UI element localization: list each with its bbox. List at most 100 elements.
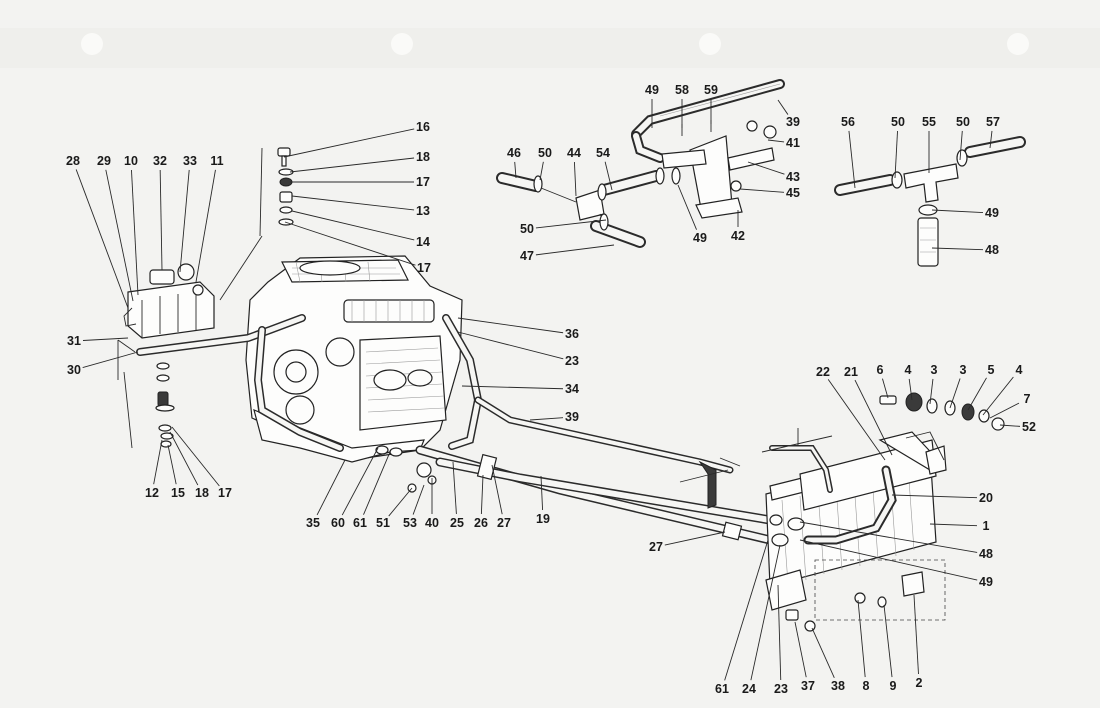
leader-line [195,169,216,283]
part-number-label: 36 [565,327,579,341]
part-number-label: 18 [416,150,430,164]
leader-line [929,378,934,405]
part-number-label: 52 [1022,420,1036,434]
part-number-label: 8 [863,679,870,693]
callout-31: 31 [67,334,129,348]
leader-line [457,317,564,334]
leader-line [573,161,577,197]
leader-line [982,376,1014,416]
part-number-label: 50 [891,115,905,129]
callout-27: 27 [649,531,726,554]
leader-line [82,337,129,341]
callout-55: 55 [922,115,936,173]
callout-39: 39 [529,410,579,424]
callout-14: 14 [291,210,430,249]
part-number-label: 26 [474,516,488,530]
part-number-label: 54 [596,146,610,160]
expansion-tank [123,263,215,339]
part-number-label: 9 [890,679,897,693]
radiator [761,428,947,632]
leader-line [747,161,785,175]
callout-27: 27 [491,464,511,530]
leader-line [284,221,416,266]
callout-3: 3 [949,363,967,409]
part-number-label: 43 [786,170,800,184]
callout-33: 33 [179,154,197,273]
part-number-label: 61 [353,516,367,530]
part-number-label: 49 [979,575,993,589]
callout-51: 51 [376,487,413,530]
callout-23: 23 [774,584,788,696]
part-number-label: 15 [171,486,185,500]
leader-line [891,494,978,499]
callout-25: 25 [450,461,464,530]
part-number-label: 13 [416,204,430,218]
callout-59: 59 [704,83,718,124]
callout-17: 17 [171,426,232,500]
leader-line [363,451,391,515]
callout-45: 45 [739,186,800,200]
leader-line [452,461,457,515]
callout-38: 38 [811,627,845,693]
part-number-label: 19 [536,512,550,526]
leader-line [167,444,177,485]
part-number-label: 11 [210,154,223,168]
leader-line [959,130,963,161]
part-number-label: 18 [195,486,209,500]
leader-line [908,378,913,401]
leader-line [529,417,564,421]
part-number-label: 14 [416,235,430,249]
leader-line [664,531,726,546]
part-number-label: 17 [218,486,232,500]
leader-line [949,378,961,409]
leader-line [457,331,564,360]
part-number-label: 4 [1016,363,1023,377]
leader-line [604,161,613,191]
callout-34: 34 [461,382,579,396]
leader-line [291,210,415,241]
leader-line [913,594,919,675]
part-number-label: 2 [916,676,923,690]
callout-12: 12 [145,439,163,500]
part-number-label: 4 [905,363,912,377]
leader-line [989,130,993,149]
callout-5: 5 [967,363,995,411]
part-number-label: 37 [801,679,815,693]
part-number-label: 12 [145,486,159,500]
callout-15: 15 [167,444,185,500]
leader-line [291,195,415,211]
leader-line [153,439,163,485]
part-number-label: 25 [450,516,464,530]
callout-32: 32 [153,154,167,271]
fan-hardware-stack [879,392,1005,431]
part-number-label: 39 [786,115,800,129]
leader-line [931,247,984,251]
part-number-label: 58 [675,83,689,97]
part-number-label: 47 [520,249,534,263]
callout-56: 56 [841,115,856,189]
callout-41: 41 [767,136,800,150]
part-number-label: 50 [956,115,970,129]
tee-hose-assembly [834,136,1026,267]
leader-line [811,627,835,678]
callout-40: 40 [425,478,439,530]
callout-43: 43 [747,161,800,184]
callout-54: 54 [596,146,613,191]
callout-48: 48 [799,521,993,561]
part-number-label: 38 [831,679,845,693]
callout-22: 22 [816,365,886,461]
leader-line [931,209,984,214]
leader-line [179,169,190,273]
leader-line [883,604,893,678]
callout-30: 30 [67,351,139,377]
leader-line [131,169,139,296]
callout-49: 49 [799,539,993,589]
part-number-label: 48 [985,243,999,257]
part-number-label: 17 [417,261,431,275]
callout-57: 57 [986,115,1000,149]
part-number-label: 50 [538,146,552,160]
callout-44: 44 [567,146,581,197]
